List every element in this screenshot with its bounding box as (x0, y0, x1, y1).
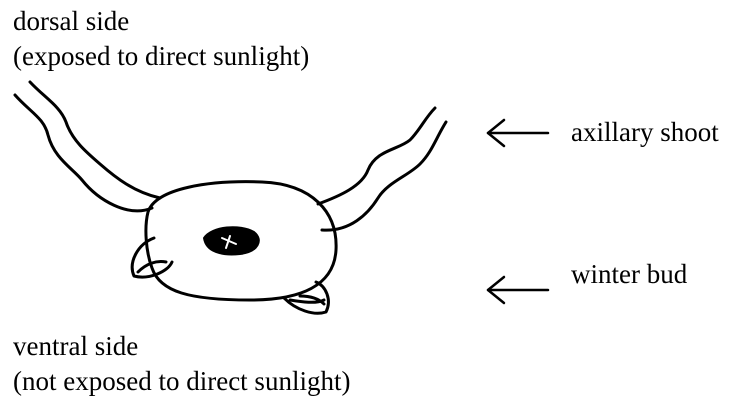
arrow-winter-bud (486, 275, 550, 305)
winter-bud-label: winter bud (571, 259, 688, 289)
ventral-side-label: ventral side (13, 331, 139, 361)
right-axillary-shoot (316, 106, 448, 232)
center-spot (203, 226, 260, 256)
arrow-axillary-shoot (486, 118, 550, 148)
right-winter-bud (282, 280, 330, 315)
left-winter-bud (130, 236, 174, 279)
central-body (144, 180, 338, 302)
ventral-side-note: (not exposed to direct sunlight) (13, 366, 351, 396)
dorsal-side-label: dorsal side (13, 6, 130, 36)
dorsal-side-note: (exposed to direct sunlight) (13, 41, 310, 71)
axillary-shoot-label: axillary shoot (571, 117, 719, 147)
left-axillary-shoot (13, 80, 162, 213)
